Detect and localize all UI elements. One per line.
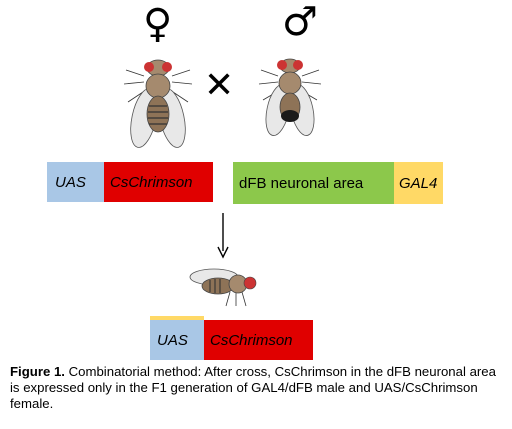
cschrimson-label: CsChrimson (110, 173, 193, 191)
male-symbol-icon: ♂ (282, 0, 318, 45)
f1-fly-icon (189, 268, 257, 307)
uas-label: UAS (55, 173, 86, 191)
uas-box-bottom: UAS (150, 320, 204, 360)
down-arrow-icon (217, 213, 229, 259)
cross-icon: ✕ (204, 65, 235, 106)
female-fly-icon (123, 59, 193, 148)
uas-box-top: UAS (47, 162, 104, 202)
male-fly-icon (258, 58, 322, 136)
figure-text: Combinatorial method: After cross, CsChr… (10, 364, 496, 411)
gal4-strip (150, 316, 204, 320)
uas-label-bottom: UAS (157, 331, 188, 349)
dfb-label: dFB neuronal area (239, 174, 364, 192)
cschrimson-label-bottom: CsChrimson (210, 331, 293, 349)
dfb-neuronal-area-box: dFB neuronal area (233, 162, 394, 204)
figure-caption: Figure 1. Combinatorial method: After cr… (10, 364, 500, 412)
gal4-label: GAL4 (399, 174, 438, 192)
gal4-box: GAL4 (394, 162, 443, 204)
female-symbol-icon: ♀ (143, 1, 173, 47)
cschrimson-box-top: CsChrimson (104, 162, 213, 202)
figure-label: Figure 1. (10, 364, 65, 379)
cschrimson-box-bottom: CsChrimson (204, 320, 313, 360)
